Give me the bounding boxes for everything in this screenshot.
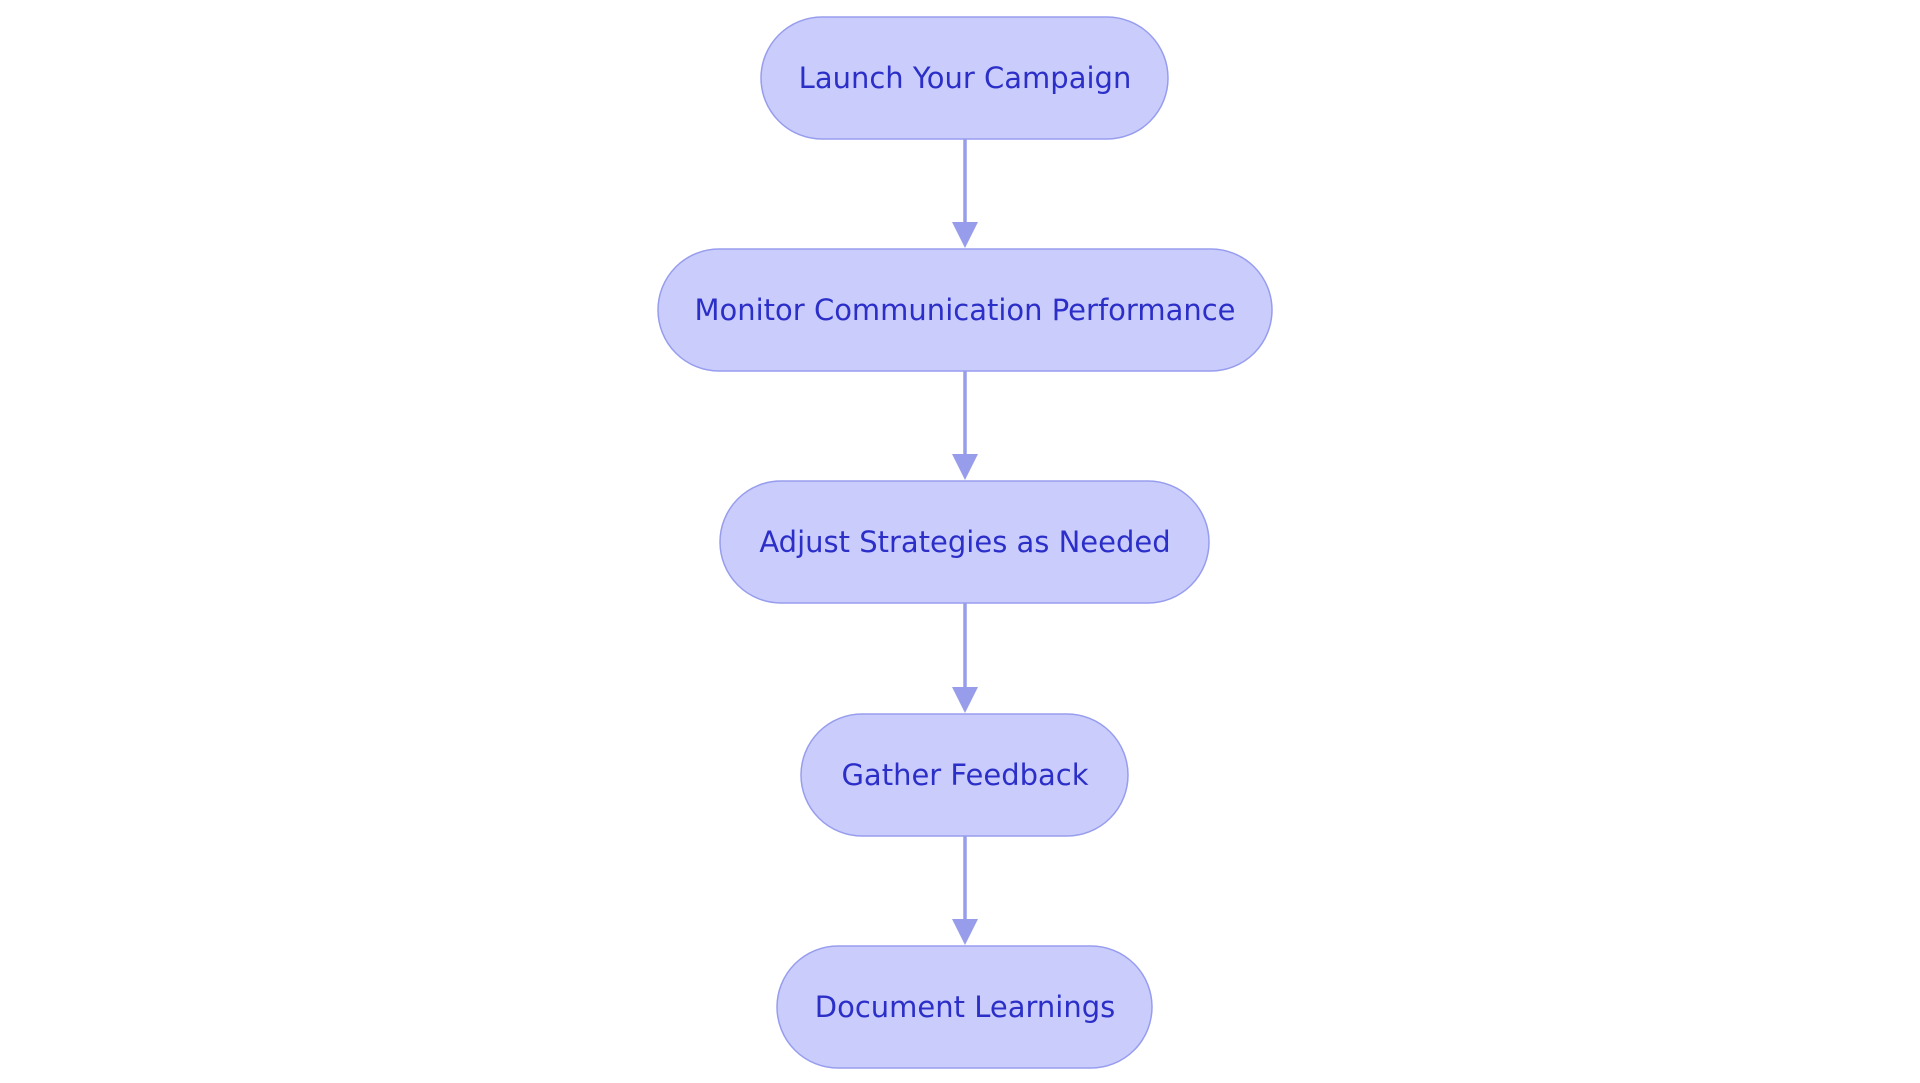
node-label-launch: Launch Your Campaign bbox=[799, 61, 1132, 95]
flow-node-monitor: Monitor Communication Performance bbox=[657, 248, 1273, 372]
node-label-document: Document Learnings bbox=[815, 990, 1115, 1024]
flow-node-launch: Launch Your Campaign bbox=[760, 16, 1169, 140]
edge-launch-to-monitor bbox=[952, 139, 978, 248]
edge-adjust-to-gather bbox=[952, 603, 978, 713]
flow-node-document: Document Learnings bbox=[776, 945, 1153, 1069]
flow-node-adjust: Adjust Strategies as Needed bbox=[719, 480, 1210, 604]
flow-node-gather: Gather Feedback bbox=[800, 713, 1129, 837]
edge-gather-to-document bbox=[952, 836, 978, 945]
node-label-adjust: Adjust Strategies as Needed bbox=[759, 525, 1170, 559]
node-label-monitor: Monitor Communication Performance bbox=[694, 293, 1235, 327]
node-label-gather: Gather Feedback bbox=[841, 758, 1088, 792]
edge-monitor-to-adjust bbox=[952, 371, 978, 480]
